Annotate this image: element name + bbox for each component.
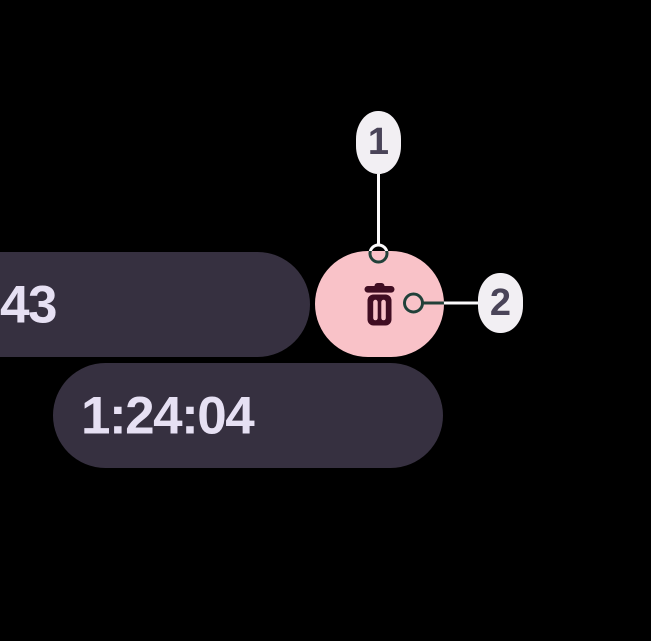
delete-button[interactable]: [315, 251, 444, 357]
stopwatch-time-primary-pill: 43: [0, 252, 310, 357]
callout-2-badge: 2: [478, 273, 523, 333]
stopwatch-time-secondary-pill: 1:24:04: [53, 363, 443, 468]
stopwatch-time-secondary: 1:24:04: [81, 386, 255, 445]
callout-2-label: 2: [489, 281, 512, 324]
stopwatch-time-primary: 43: [0, 275, 57, 334]
trash-icon: [364, 282, 395, 326]
callout-1-badge: 1: [356, 111, 401, 174]
callout-1-label: 1: [367, 121, 390, 163]
